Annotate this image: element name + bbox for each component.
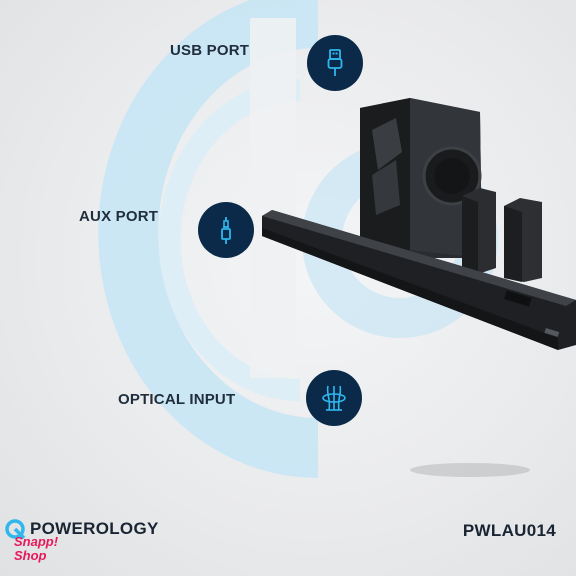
optical-input-label: OPTICAL INPUT: [118, 391, 236, 408]
model-number: PWLAU014: [462, 521, 556, 540]
aux-port-badge: [198, 202, 254, 258]
usb-port-badge: [307, 35, 363, 91]
powerology-logo-icon: [5, 519, 26, 540]
soundbar-image: [262, 210, 576, 350]
optical-input-badge: [306, 370, 362, 426]
aux-jack-icon: [221, 217, 231, 244]
usb-port-label: USB PORT: [170, 42, 250, 59]
watermark-line-1: Snapp!: [14, 534, 59, 549]
aux-port-label: AUX PORT: [79, 208, 159, 225]
brand-name: POWEROLOGY: [30, 519, 159, 538]
snappshop-watermark: Snapp! Shop: [14, 535, 58, 563]
satellite-speakers-image: [462, 188, 542, 282]
usb-icon: [327, 49, 343, 76]
optical-cable-icon: [322, 385, 346, 411]
brand: POWEROLOGY: [4, 518, 159, 540]
watermark-line-2: Shop: [14, 548, 47, 563]
